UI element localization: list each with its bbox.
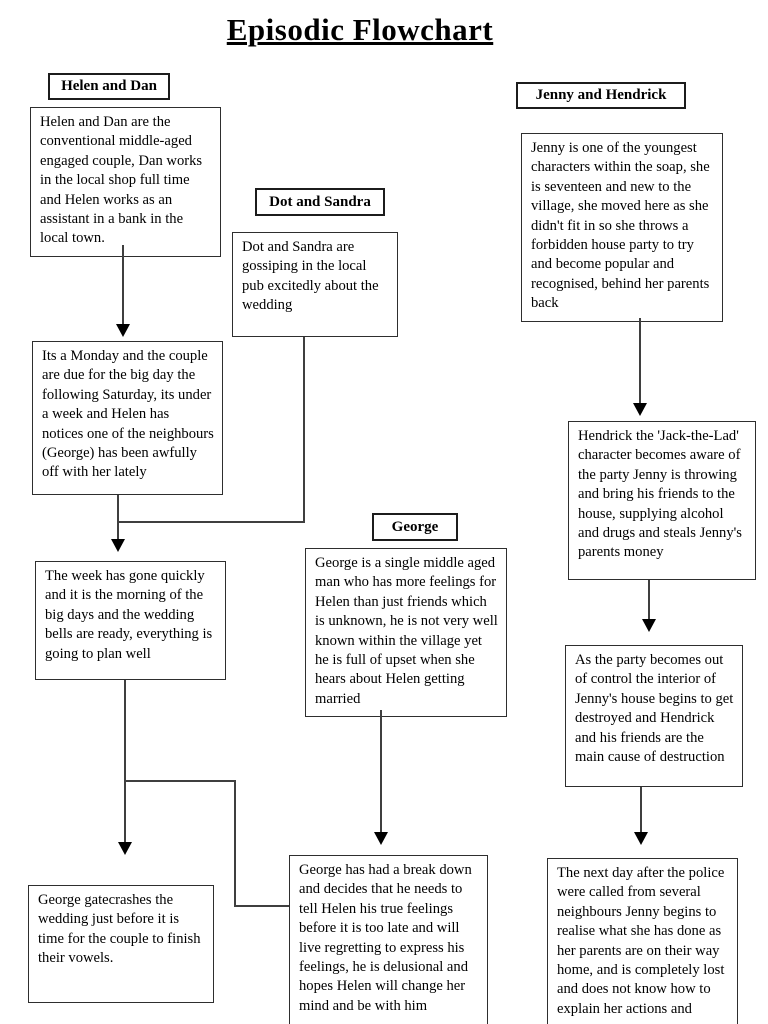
connector-week-gone-down-line: [124, 680, 126, 842]
connector-george-down-line: [380, 710, 382, 833]
connector-intro-to-monday-line: [122, 245, 124, 325]
connector-branch-down-line: [234, 780, 236, 906]
box-dot-sandra-gossip: Dot and Sandra are gossiping in the loca…: [232, 232, 398, 337]
connector-dot-sandra-down-line: [303, 337, 305, 523]
box-hendrick-party: Hendrick the 'Jack-the-Lad' character be…: [568, 421, 756, 580]
arrowhead-next-day: [634, 832, 648, 845]
box-jenny-intro: Jenny is one of the youngest characters …: [521, 133, 723, 322]
arrowhead-monday: [116, 324, 130, 337]
box-helen-dan-intro: Helen and Dan are the conventional middl…: [30, 107, 221, 257]
connector-party-down-line: [640, 787, 642, 833]
box-george-desc: George is a single middle aged man who h…: [305, 548, 507, 718]
header-jenny-and-hendrick: Jenny and Hendrick: [516, 82, 686, 109]
arrowhead-week-gone: [111, 539, 125, 552]
box-monday-week: Its a Monday and the couple are due for …: [32, 341, 223, 495]
box-week-gone: The week has gone quickly and it is the …: [35, 561, 226, 680]
connector-monday-down-line: [117, 495, 119, 522]
arrowhead-breakdown: [374, 832, 388, 845]
box-george-gatecrash: George gatecrashes the wedding just befo…: [28, 885, 214, 1003]
header-dot-and-sandra: Dot and Sandra: [255, 188, 385, 216]
box-george-breakdown: George has had a break down and decides …: [289, 855, 488, 1024]
box-next-day: The next day after the police were calle…: [547, 858, 738, 1024]
connector-branch-horizontal-line: [124, 780, 235, 782]
arrowhead-party: [642, 619, 656, 632]
connector-join-down-line: [117, 521, 119, 540]
page-title: Episodic Flowchart: [226, 12, 494, 47]
header-george: George: [372, 513, 458, 541]
connector-join-horizontal-line: [117, 521, 305, 523]
connector-branch-to-breakdown-line: [234, 905, 289, 907]
header-helen-and-dan: Helen and Dan: [48, 73, 170, 100]
connector-hendrick-down-line: [648, 580, 650, 620]
arrowhead-gatecrash: [118, 842, 132, 855]
box-party-out-of-control: As the party becomes out of control the …: [565, 645, 743, 787]
connector-jenny-down-line: [639, 318, 641, 404]
arrowhead-hendrick: [633, 403, 647, 416]
